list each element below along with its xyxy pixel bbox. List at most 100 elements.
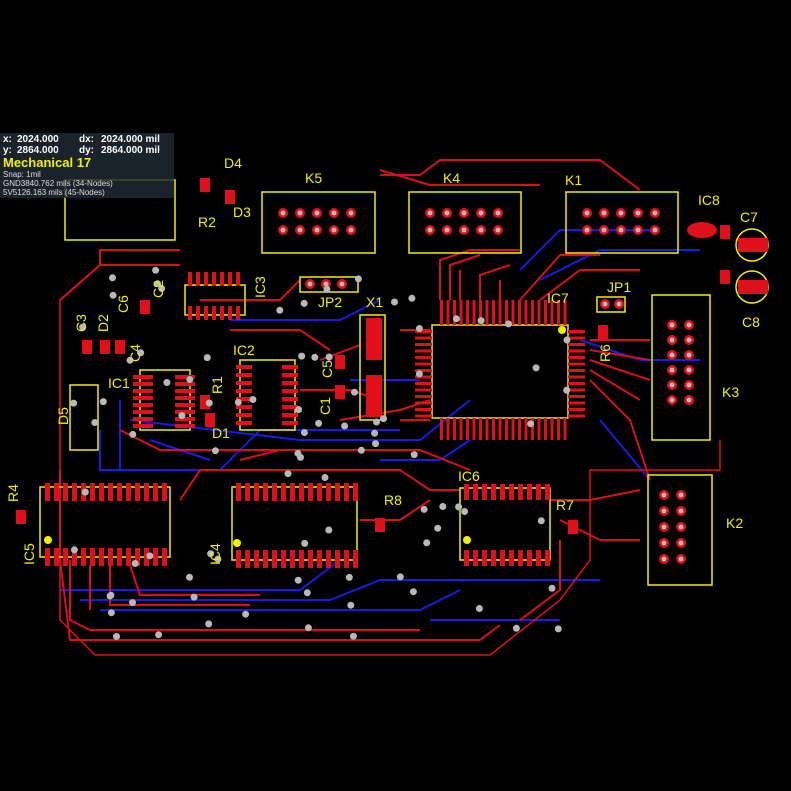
ic-pin <box>537 418 541 440</box>
component-label-k2: K2 <box>726 515 743 531</box>
ic-pin <box>568 375 585 379</box>
ic-pin <box>236 413 252 417</box>
top-trace <box>129 564 260 596</box>
ic-pin <box>453 418 456 440</box>
header-pad-hole <box>461 227 467 233</box>
component-label-r7: R7 <box>556 497 574 513</box>
ic-pin <box>220 272 224 286</box>
ic-pin <box>317 550 322 568</box>
ic-pin <box>290 483 295 501</box>
component-label-ic6: IC6 <box>458 468 480 484</box>
component-label-c3: C3 <box>73 314 89 332</box>
via <box>186 573 193 581</box>
ic-pin <box>335 550 340 568</box>
component-label-r6: R6 <box>597 344 613 362</box>
top-trace <box>589 349 651 361</box>
diode-D5-outline <box>69 384 99 451</box>
ic-pin <box>236 389 252 393</box>
ic-pin <box>126 548 131 566</box>
ic-pin <box>492 300 495 325</box>
ic-pin <box>117 548 122 566</box>
ic-pin <box>568 356 585 359</box>
via <box>372 440 379 448</box>
bottom-trace <box>80 579 600 601</box>
ic-pin <box>290 550 295 568</box>
bottom-trace <box>380 439 471 461</box>
smd-pad <box>568 520 578 534</box>
via <box>461 508 469 515</box>
header-pad-hole <box>616 301 622 307</box>
ic-pin <box>498 300 502 325</box>
header-pad-hole <box>478 227 484 233</box>
component-label-ic4: IC4 <box>207 543 223 565</box>
ic-pin <box>282 373 298 377</box>
via <box>113 633 120 640</box>
header-pad-hole <box>584 210 590 216</box>
smd-pad <box>720 225 730 239</box>
ic-pin <box>466 418 469 440</box>
ic-pin <box>492 418 495 440</box>
ic-pin <box>272 483 277 501</box>
dy-label: dy: <box>79 145 94 156</box>
header-pad-hole <box>678 524 684 530</box>
bottom-trace <box>539 249 700 281</box>
ic-pin <box>491 484 496 500</box>
header-pad-hole <box>686 322 692 328</box>
jumper-JP1-outline <box>596 296 626 313</box>
smd-pad <box>335 355 345 369</box>
via <box>475 605 483 612</box>
ic-pin <box>353 550 358 568</box>
via <box>527 420 535 428</box>
via <box>91 419 99 426</box>
header-pad-hole <box>584 227 590 233</box>
ic-pin <box>518 484 523 500</box>
header-pad-hole <box>661 524 667 530</box>
ic-pin <box>236 483 241 501</box>
ic-pin <box>415 382 432 385</box>
bottom-trace <box>60 559 341 591</box>
top-trace <box>519 540 561 621</box>
ic-pin <box>568 336 585 340</box>
header-pad-hole <box>635 210 641 216</box>
top-trace <box>119 429 300 451</box>
ic-pin <box>282 405 298 409</box>
ic-pin <box>126 483 131 501</box>
via <box>186 376 194 383</box>
via <box>423 539 431 547</box>
crystal-pad <box>366 318 382 360</box>
header-pad-hole <box>669 382 675 388</box>
board-edge <box>59 264 721 656</box>
component-label-ic7: IC7 <box>547 290 569 306</box>
ic-pin <box>175 382 195 386</box>
ic-pin <box>175 424 195 428</box>
ic-pin <box>317 483 322 501</box>
ic-pin <box>162 483 167 501</box>
via <box>106 592 114 600</box>
via <box>129 430 137 438</box>
dx-label: dx: <box>79 134 94 145</box>
ic-pin <box>485 300 489 325</box>
component-label-k5: K5 <box>305 170 322 186</box>
via <box>452 315 460 323</box>
ic-pin <box>415 408 432 411</box>
header-pad-hole <box>686 352 692 358</box>
via <box>109 274 116 282</box>
bottom-trace <box>519 229 660 271</box>
via <box>242 610 250 618</box>
header-pad-hole <box>678 556 684 562</box>
ic-pin <box>415 369 432 372</box>
crystal-pad <box>366 375 382 417</box>
ic-pin <box>236 550 241 568</box>
connector-K5-outline <box>261 191 376 254</box>
ic-pin <box>175 417 195 421</box>
top-trace <box>239 449 471 471</box>
smd-pad <box>200 178 210 192</box>
ic-pin <box>415 349 432 353</box>
ic-pin <box>563 300 567 325</box>
ic-pin <box>81 548 86 566</box>
ic-pin <box>236 405 252 409</box>
component-label-r8: R8 <box>384 492 402 508</box>
ic-pin <box>415 356 432 359</box>
